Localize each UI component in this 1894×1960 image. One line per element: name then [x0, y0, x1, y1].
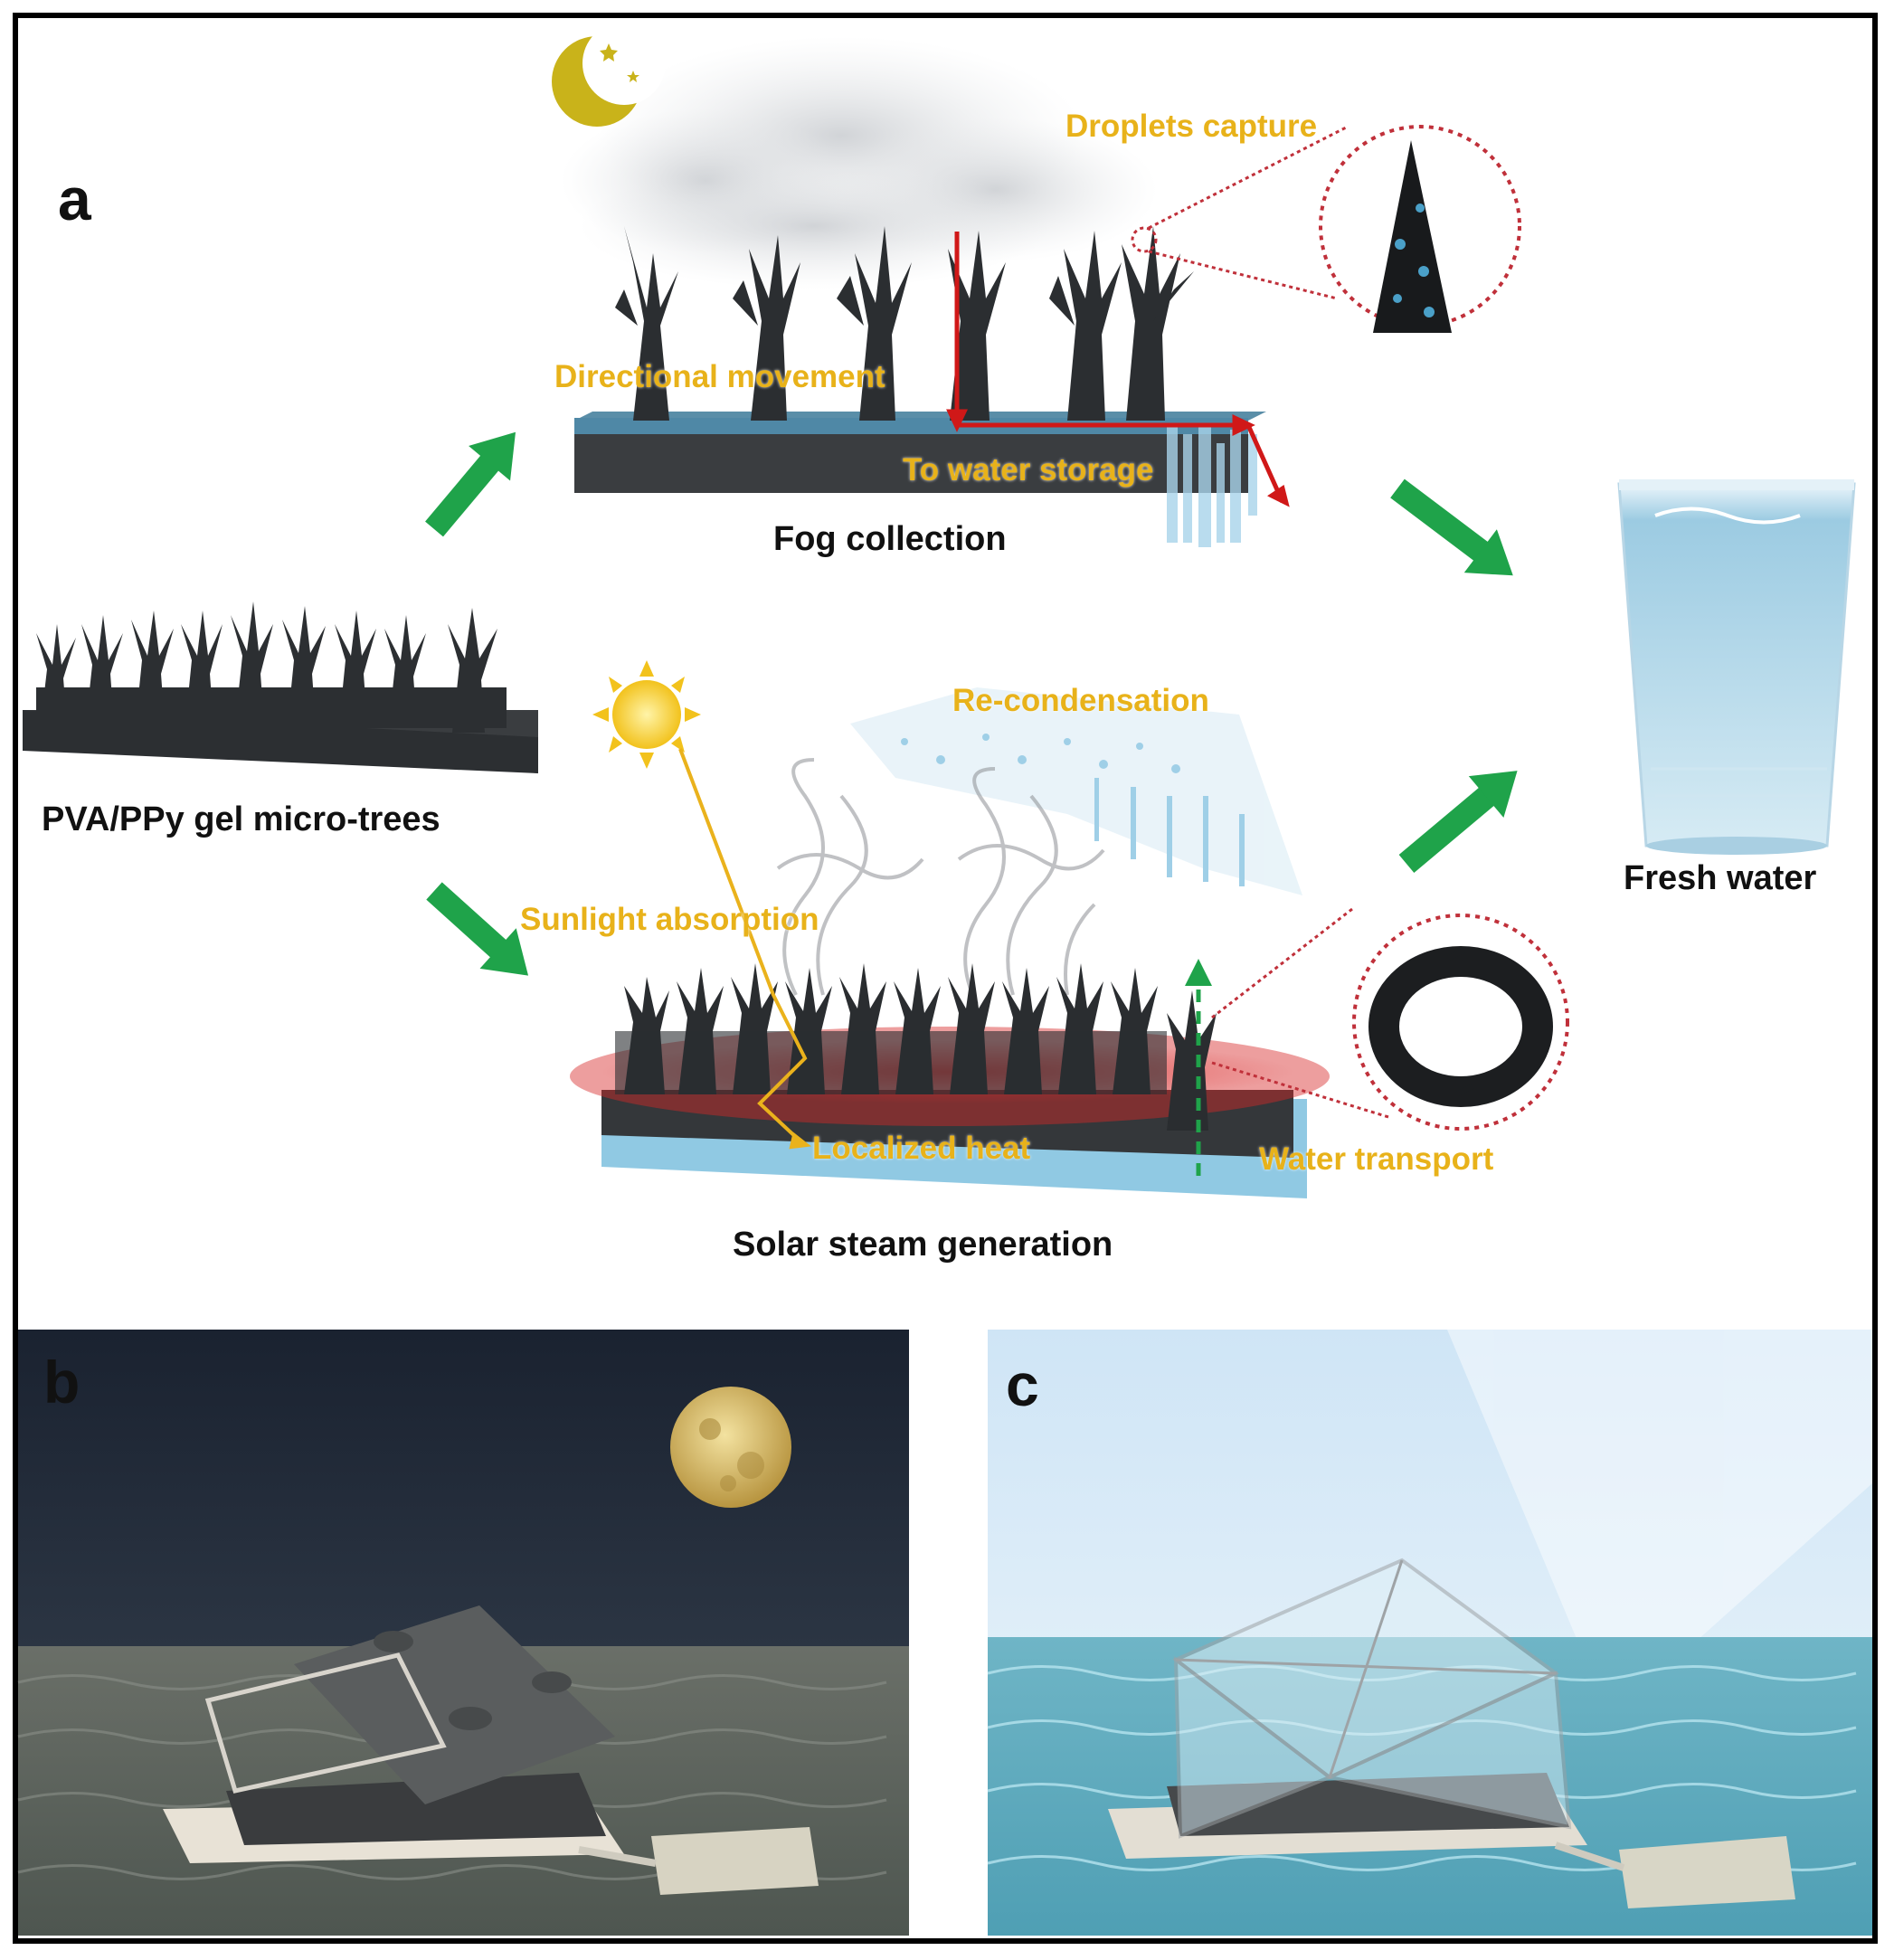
directional-annotation: Directional movement [554, 359, 885, 394]
panel-label-c: c [1006, 1351, 1039, 1418]
steam-plumes [776, 758, 1105, 1005]
flow-arrows [425, 431, 1518, 976]
panel-label-b: b [43, 1349, 80, 1416]
network-zoom [1211, 907, 1569, 1131]
water-transport-arrow [1185, 959, 1212, 1176]
sun-icon [592, 660, 701, 769]
water-runoff [1167, 425, 1257, 547]
crescent-moon-icon [552, 22, 666, 127]
sunlight-annotation: Sunlight absorption [520, 902, 819, 937]
output-caption: Fresh water [1624, 859, 1817, 897]
source-caption: PVA/PPy gel micro-trees [42, 800, 440, 838]
solar-micro-trees [615, 963, 1217, 1131]
fog-cloud [561, 36, 1158, 289]
fog-micro-trees [615, 226, 1194, 421]
fog-caption: Fog collection [773, 520, 1007, 558]
fog-collector-device [163, 1605, 819, 1895]
droplet-zoom [1131, 125, 1521, 333]
heat-annotation: Localized heat [812, 1131, 1031, 1166]
sunlight-path [678, 748, 812, 1150]
droplet-path-arrow [946, 232, 1290, 507]
recondensation-film [850, 687, 1302, 895]
recondensation-annotation: Re-condensation [952, 683, 1209, 718]
transport-annotation: Water transport [1259, 1141, 1494, 1177]
gel-micro-trees [36, 601, 507, 733]
full-moon-icon [670, 1387, 791, 1508]
storage-annotation: To water storage [903, 452, 1154, 488]
droplets-annotation: Droplets capture [1065, 109, 1318, 144]
panel-label-a: a [58, 166, 91, 232]
solar-still-device [1108, 1558, 1795, 1908]
solar-caption: Solar steam generation [733, 1226, 1113, 1264]
fresh-water-glass [1617, 479, 1856, 855]
